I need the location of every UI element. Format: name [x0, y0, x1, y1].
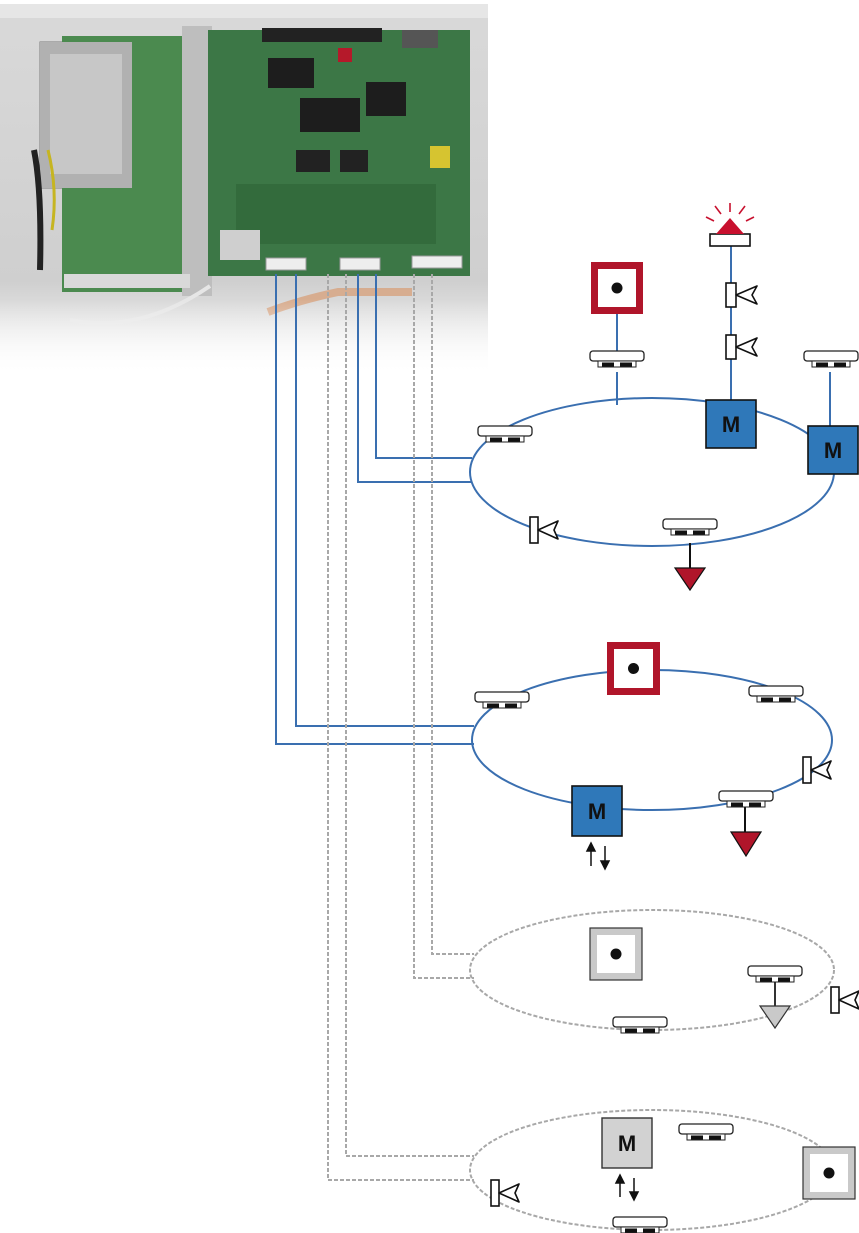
sounder-icon: [490, 1179, 520, 1207]
io-module-icon: M: [601, 1117, 653, 1202]
sounder-icon: [529, 516, 559, 544]
loop-3-ring: [469, 909, 835, 1031]
loop-3-wire-a: [431, 274, 474, 955]
loop-1-wire-b: [357, 274, 472, 483]
smoke-detector-icon: [589, 350, 645, 368]
smoke-detector-icon: [612, 1016, 668, 1034]
io-module-icon: M: [571, 785, 623, 871]
smoke-detector-icon: [612, 1216, 668, 1233]
module-label: M: [588, 799, 606, 824]
smoke-detector-icon: [474, 691, 530, 709]
module-icon: M: [705, 399, 757, 449]
module-icon: M: [807, 425, 859, 475]
loop-4: M: [469, 1109, 856, 1233]
loop-2-wire-b: [275, 274, 474, 745]
loop-2: M: [471, 642, 833, 871]
smoke-detector-icon: [718, 790, 774, 808]
sounder-icon: [830, 986, 859, 1014]
module-label: M: [722, 412, 740, 437]
manual-call-point-icon: [591, 262, 643, 314]
smoke-detector-icon: [748, 685, 804, 703]
smoke-detector-icon: [747, 965, 803, 983]
sounder-icon: [725, 334, 758, 360]
input-output-arrows-icon: [585, 841, 611, 871]
remote-indicator-icon: [673, 567, 707, 592]
loop-4-wire-a: [345, 274, 474, 1157]
remote-indicator-icon: [729, 831, 763, 858]
manual-call-point-icon: [802, 1146, 856, 1200]
sounder-icon: [725, 282, 758, 308]
manual-call-point-icon: [607, 642, 660, 695]
smoke-detector-icon: [678, 1123, 734, 1141]
loop-3-wire-b: [413, 274, 474, 979]
smoke-detector-icon: [477, 425, 533, 443]
loop-4-wire-b: [327, 274, 474, 1181]
module-label: M: [824, 438, 842, 463]
remote-indicator-icon: [758, 1005, 792, 1030]
inactive-wiring: [327, 274, 474, 1181]
module-label: M: [618, 1131, 636, 1156]
sounder-icon: [802, 756, 832, 784]
control-panel-photo: [0, 4, 488, 376]
flashing-beacon-icon: [705, 203, 755, 247]
loop-1-ring: [469, 397, 835, 547]
loop-3: [469, 909, 859, 1034]
smoke-detector-icon: [803, 350, 859, 368]
manual-call-point-icon: [589, 927, 643, 981]
loop-1: M M: [469, 203, 859, 592]
smoke-detector-icon: [662, 518, 718, 536]
loop-1-wire-a: [375, 274, 472, 459]
input-output-arrows-icon: [614, 1173, 640, 1202]
